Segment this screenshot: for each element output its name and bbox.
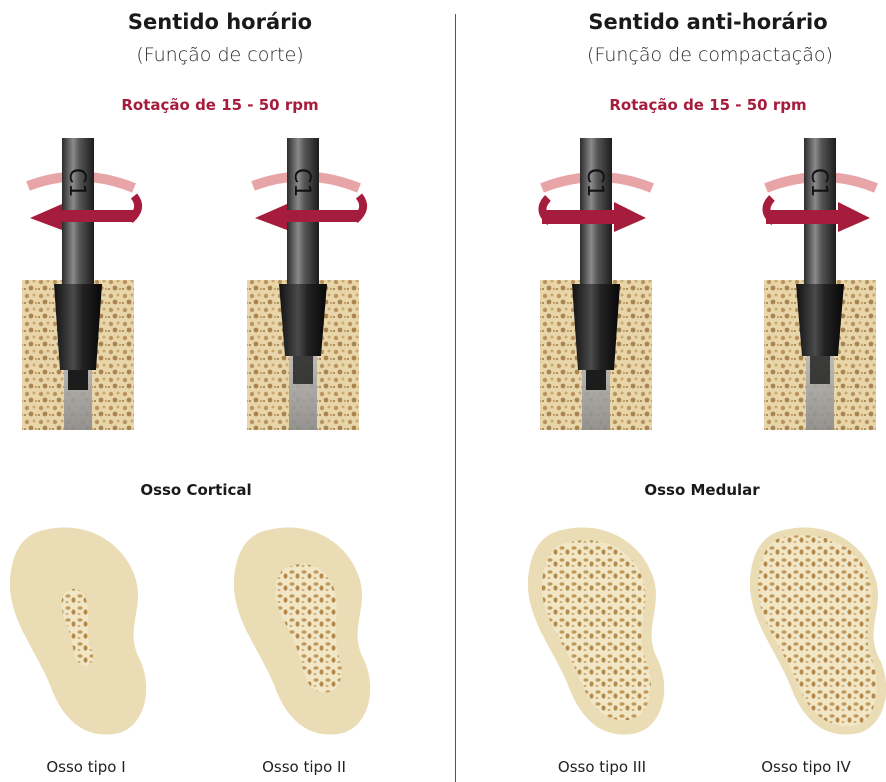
- svg-text:C1: C1: [582, 168, 607, 197]
- left-rpm-label: Rotação de 15 - 50 rpm: [90, 96, 350, 114]
- medullary-bone-heading: Osso Medular: [602, 481, 802, 499]
- left-title: Sentido horário: [70, 10, 370, 34]
- caption-type-4: Osso tipo IV: [726, 758, 886, 776]
- right-title: Sentido anti-horário: [558, 10, 858, 34]
- caption-type-3: Osso tipo III: [522, 758, 682, 776]
- svg-text:C1: C1: [289, 168, 314, 197]
- section-divider: [455, 14, 456, 782]
- cortical-bone-heading: Osso Cortical: [96, 481, 296, 499]
- drill-illustration-1: C1: [10, 138, 160, 442]
- svg-text:C1: C1: [806, 168, 831, 197]
- bone-section-type-1: [4, 520, 164, 744]
- bone-section-type-3: [522, 520, 682, 744]
- drill-illustration-4: C1: [752, 138, 886, 442]
- drill-illustration-2: C1: [235, 138, 385, 442]
- bone-section-type-2: [228, 520, 388, 744]
- left-subtitle: (Função de corte): [50, 44, 390, 66]
- instrument-label: C1: [64, 168, 89, 197]
- right-subtitle: (Função de compactação): [540, 44, 880, 66]
- drill-illustration-3: C1: [528, 138, 678, 442]
- caption-type-2: Osso tipo II: [224, 758, 384, 776]
- right-rpm-label: Rotação de 15 - 50 rpm: [578, 96, 838, 114]
- caption-type-1: Osso tipo I: [6, 758, 166, 776]
- bone-section-type-4: [744, 520, 886, 744]
